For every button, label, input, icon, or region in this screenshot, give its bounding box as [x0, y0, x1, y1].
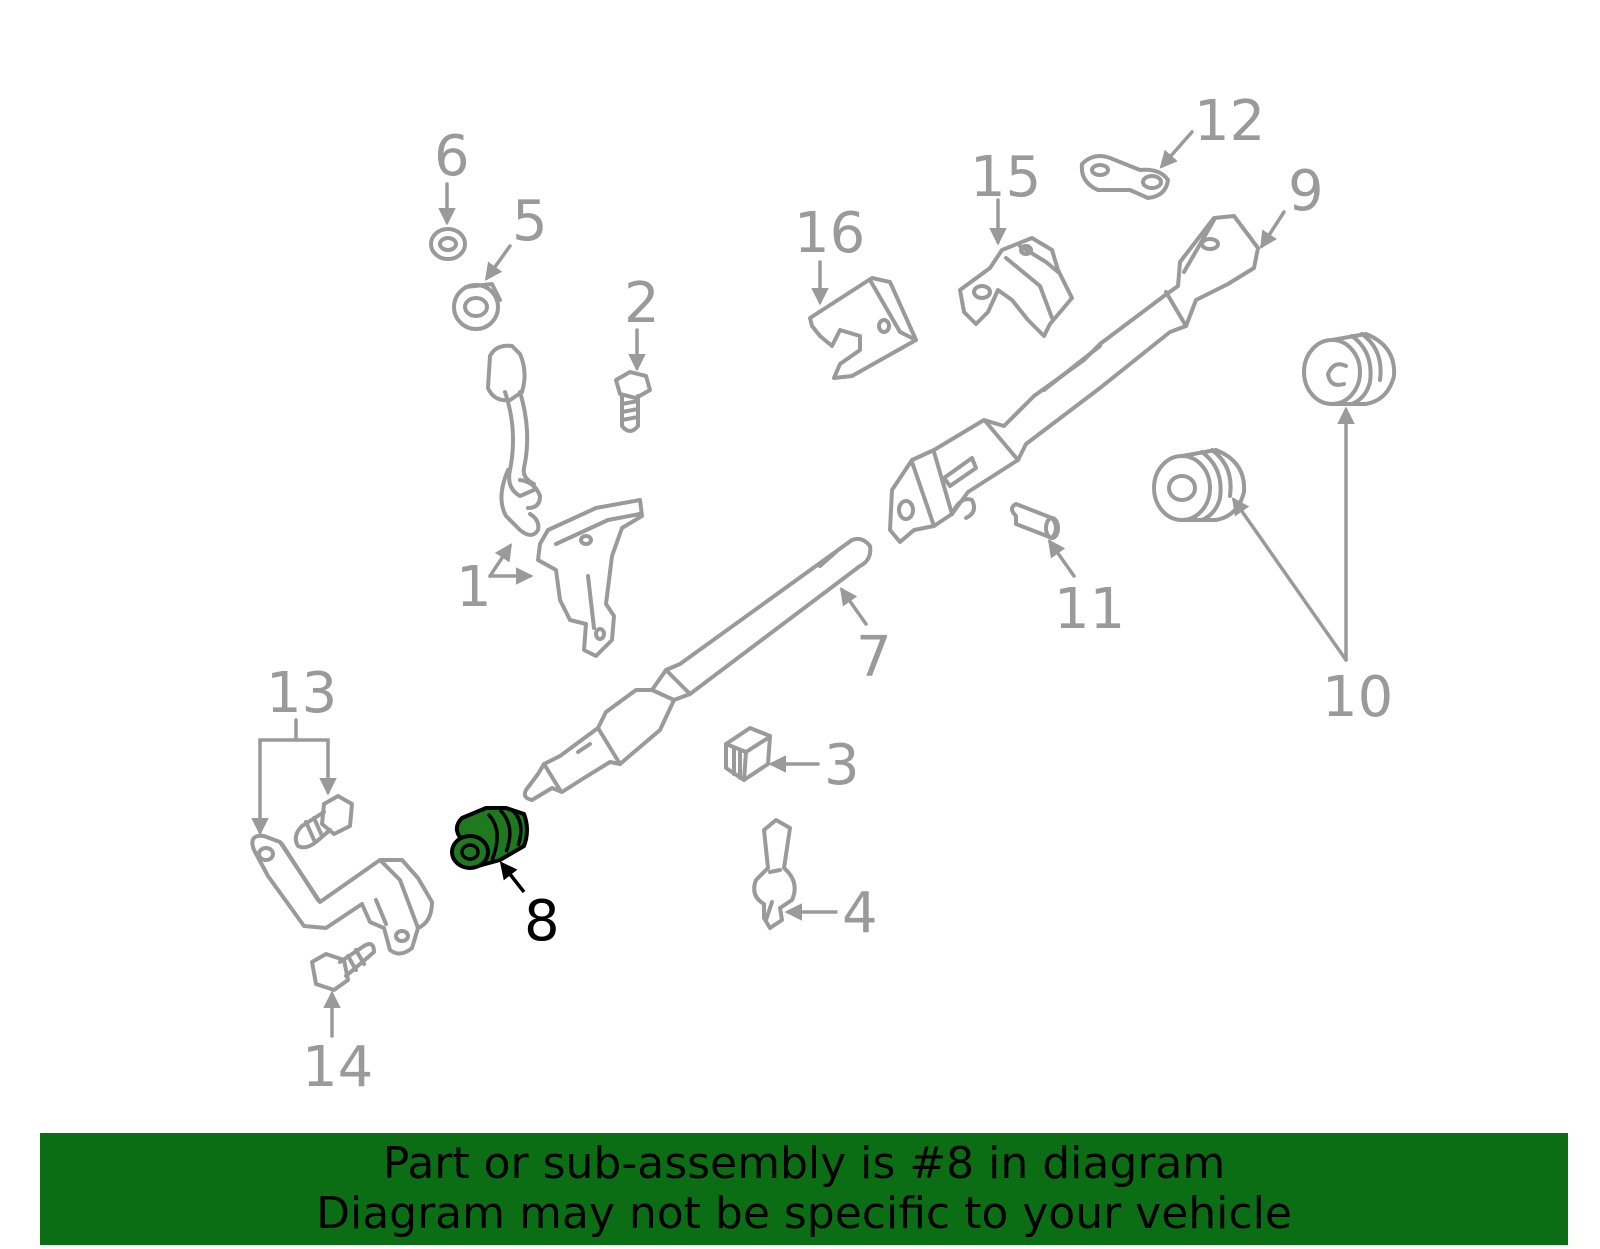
part-7-shaft[interactable]	[522, 536, 873, 802]
part-5-bushing[interactable]	[452, 282, 502, 331]
part-10-leader-b	[1231, 497, 1348, 662]
part-8-label: 8	[524, 889, 560, 954]
part-15-switch[interactable]	[958, 236, 1074, 338]
part-5-leader	[484, 244, 512, 281]
part-8-leader	[499, 861, 526, 894]
part-13-leader-b	[294, 738, 337, 796]
part-9-column-tube[interactable]	[888, 214, 1260, 544]
part-2-label: 2	[624, 271, 660, 336]
part-5-label: 5	[512, 189, 548, 254]
part-1-leader-a	[488, 543, 512, 578]
part-7-leader	[839, 587, 868, 626]
part-12-clip[interactable]	[1079, 154, 1170, 200]
part-6-washer[interactable]	[429, 227, 467, 261]
part-4-label: 4	[842, 881, 878, 946]
part-11-label: 11	[1054, 577, 1125, 642]
banner-line-2: Diagram may not be specific to your vehi…	[316, 1188, 1292, 1239]
part-10-bushing-upper[interactable]	[1302, 332, 1397, 406]
part-9-label: 9	[1288, 159, 1324, 224]
info-banner: Part or sub-assembly is #8 in diagram Di…	[40, 1133, 1568, 1245]
part-10-bushing-lower[interactable]	[1152, 448, 1247, 522]
part-6-label: 6	[434, 124, 470, 189]
part-13-label: 13	[266, 661, 337, 726]
part-1-shift-lever-bracket[interactable]	[486, 343, 644, 658]
part-1-label: 1	[456, 555, 492, 620]
part-13-bracket[interactable]	[250, 833, 434, 956]
part-13-leader-a	[251, 718, 298, 836]
part-14-label: 14	[302, 1035, 373, 1100]
banner-line-1: Part or sub-assembly is #8 in diagram	[382, 1138, 1226, 1189]
part-3-block[interactable]	[724, 726, 772, 782]
part-4-lever[interactable]	[752, 818, 797, 930]
part-11-pin[interactable]	[1010, 502, 1060, 540]
part-13-bolt[interactable]	[293, 794, 354, 850]
part-16-bracket[interactable]	[808, 276, 918, 380]
part-7-label: 7	[856, 625, 892, 690]
part-11-leader	[1047, 539, 1076, 578]
part-10-label: 10	[1322, 665, 1393, 730]
part-9-leader	[1260, 210, 1286, 249]
part-3-label: 3	[824, 733, 860, 798]
part-12-leader	[1159, 130, 1194, 169]
part-2-bolt[interactable]	[614, 370, 652, 433]
part-16-label: 16	[794, 201, 865, 266]
part-14-bolt[interactable]	[310, 942, 376, 992]
part-15-label: 15	[970, 145, 1041, 210]
part-8-boot-highlighted[interactable]	[450, 806, 529, 870]
part-12-label: 12	[1194, 89, 1265, 154]
